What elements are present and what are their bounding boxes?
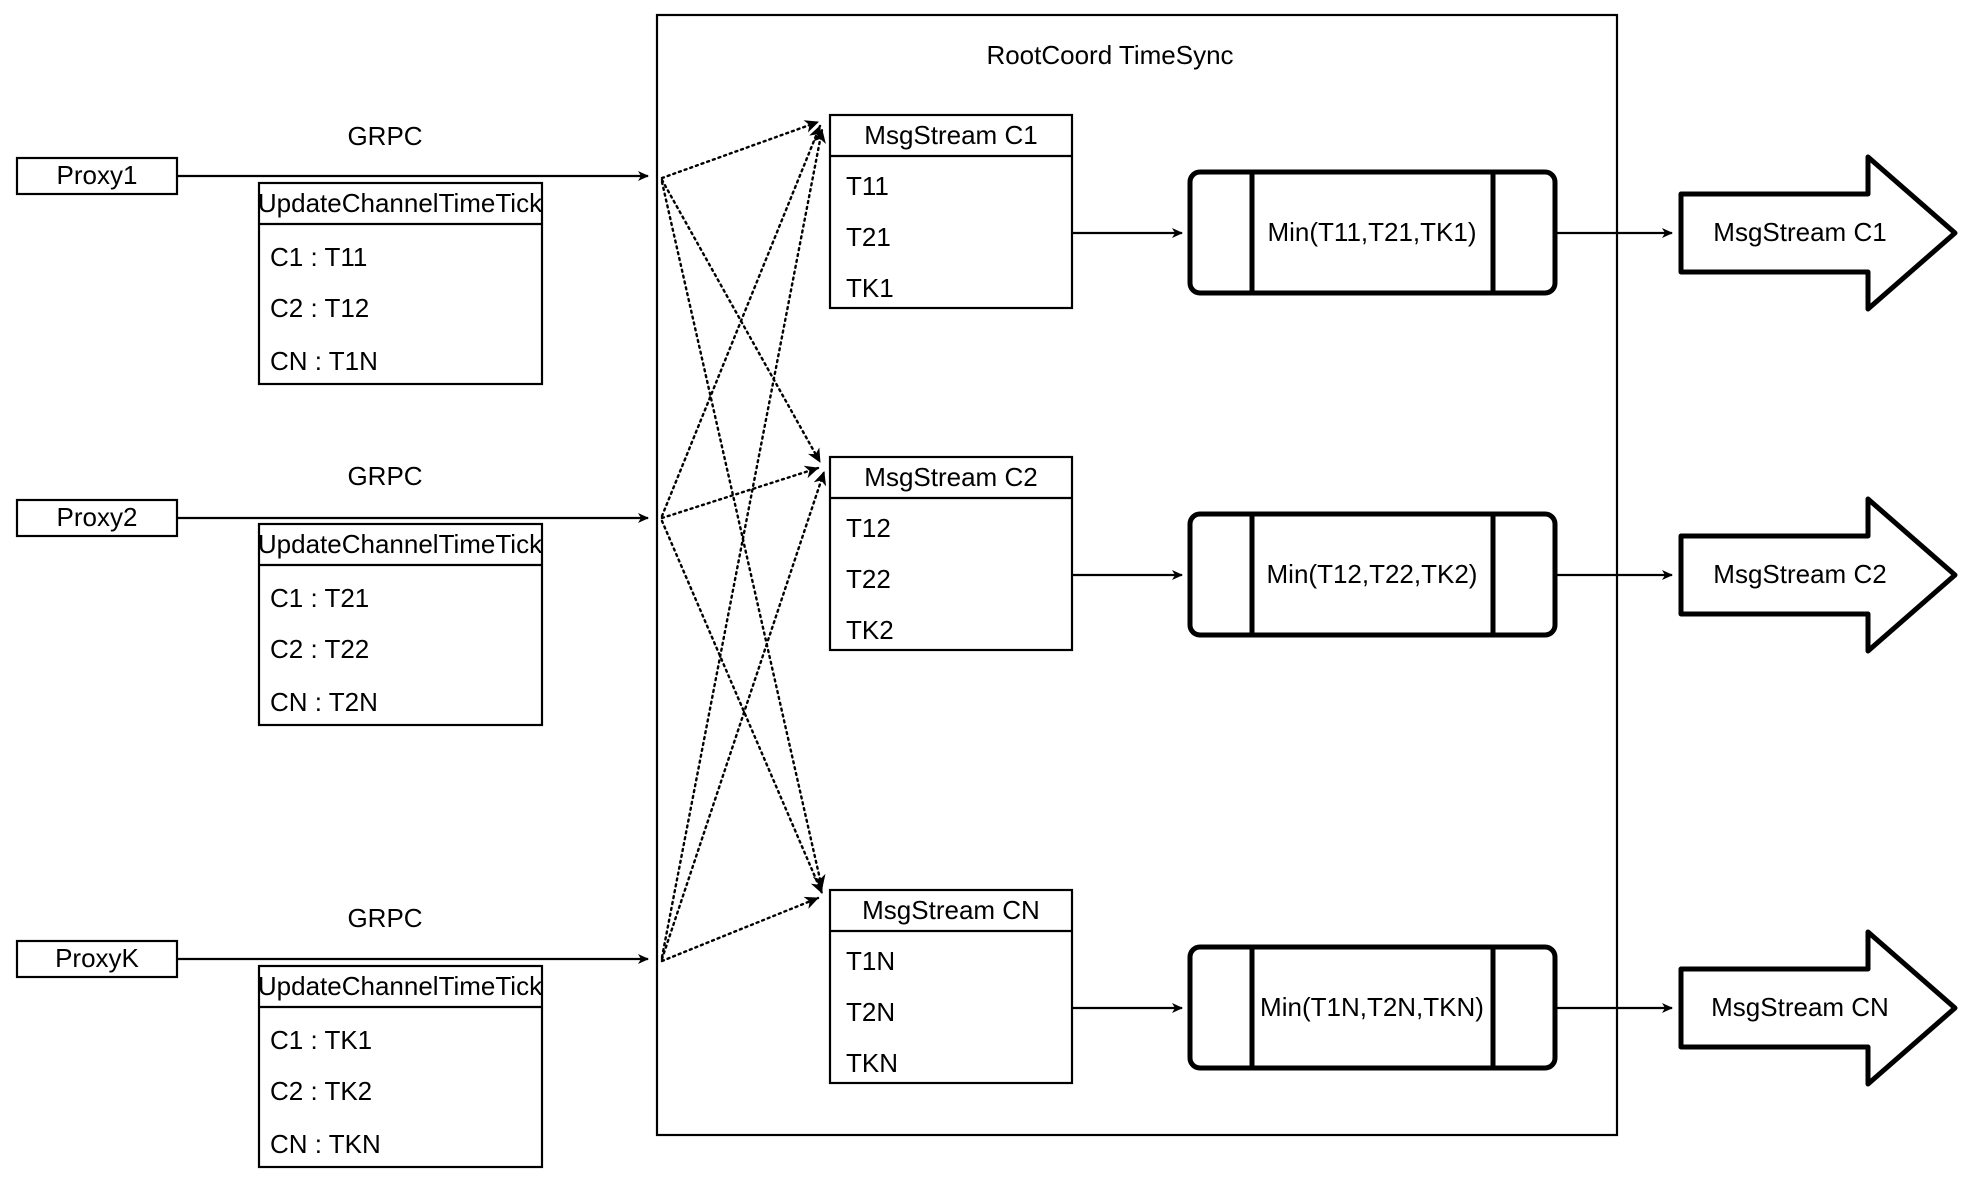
msgstream-buffer-1: MsgStream C1 T11 T21 TK1 [828,113,1074,310]
msgstream-tick-2-0: T12 [846,513,891,543]
msgstream-tick-2-2: TK2 [846,615,894,645]
proxy-label-2: Proxy2 [57,502,138,532]
output-block-arrow-1: MsgStream C1 [1678,154,1958,312]
min-process-box-3: Min(T1N,T2N,TKN) [1187,944,1558,1071]
output-block-arrow-2: MsgStream C2 [1678,496,1958,654]
rpc-row-3-0: C1 : TK1 [270,1025,372,1055]
msgstream-buffer-3: MsgStream CN T1N T2N TKN [828,888,1074,1085]
min-process-box-2: Min(T12,T22,TK2) [1187,511,1558,638]
proxy-label-3: ProxyK [55,943,139,973]
rootcoord-container-title: RootCoord TimeSync [986,40,1233,70]
channel-group-3: MsgStream CN T1N T2N TKN Min(T1N,T2N,TKN… [828,888,1958,1087]
rpc-row-3-2: CN : TKN [270,1129,381,1159]
proxy-group-1: Proxy1 GRPC UpdateChannelTimeTick C1 : T… [15,121,649,386]
msgstream-buffer-title-3: MsgStream CN [862,895,1040,925]
min-label-2: Min(T12,T22,TK2) [1267,559,1478,589]
rpc-title-1: UpdateChannelTimeTick [258,188,543,218]
msgstream-tick-3-2: TKN [846,1048,898,1078]
proxy-group-2: Proxy2 GRPC UpdateChannelTimeTick C1 : T… [15,461,649,727]
msgstream-buffer-2: MsgStream C2 T12 T22 TK2 [828,455,1074,652]
routing-edge-p2-c1 [660,124,822,518]
rpc-title-3: UpdateChannelTimeTick [258,971,543,1001]
timetick-routing-edges [660,120,827,963]
output-label-3: MsgStream CN [1711,992,1889,1022]
grpc-label-3: GRPC [347,903,422,933]
msgstream-tick-1-0: T11 [846,171,889,201]
proxy-box-2[interactable]: Proxy2 [15,498,179,538]
proxy-box-1[interactable]: Proxy1 [15,156,179,196]
min-label-3: Min(T1N,T2N,TKN) [1260,992,1484,1022]
channel-group-2: MsgStream C2 T12 T22 TK2 Min(T12,T22,TK2… [828,455,1958,654]
routing-edge-p2-cn [660,519,824,895]
output-label-1: MsgStream C1 [1713,217,1886,247]
msgstream-tick-2-1: T22 [846,564,891,594]
routing-edge-pk-c2 [660,470,827,961]
channel-group-1: MsgStream C1 T11 T21 TK1 Min(T11,T21,TK1… [828,113,1958,312]
msgstream-buffer-title-1: MsgStream C1 [864,120,1037,150]
rpc-box-2: UpdateChannelTimeTick C1 : T21 C2 : T22 … [258,522,544,727]
rpc-title-2: UpdateChannelTimeTick [258,529,543,559]
proxy-box-3[interactable]: ProxyK [15,939,179,979]
grpc-label-1: GRPC [347,121,422,151]
routing-edge-pk-cn [660,896,820,963]
msgstream-tick-1-1: T21 [846,222,891,252]
routing-edge-pk-c1 [660,128,826,959]
msgstream-buffer-title-2: MsgStream C2 [864,462,1037,492]
rpc-box-3: UpdateChannelTimeTick C1 : TK1 C2 : TK2 … [258,964,544,1169]
rpc-row-2-0: C1 : T21 [270,583,369,613]
routing-edge-p1-cn [660,180,826,890]
rpc-row-1-1: C2 : T12 [270,293,369,323]
min-label-1: Min(T11,T21,TK1) [1267,217,1476,247]
grpc-label-2: GRPC [347,461,422,491]
rpc-box-1: UpdateChannelTimeTick C1 : T11 C2 : T12 … [258,181,544,386]
rpc-row-3-1: C2 : TK2 [270,1076,372,1106]
proxy-group-3: ProxyK GRPC UpdateChannelTimeTick C1 : T… [15,903,649,1169]
output-label-2: MsgStream C2 [1713,559,1886,589]
rpc-row-2-1: C2 : T22 [270,634,369,664]
rpc-row-1-0: C1 : T11 [270,242,367,272]
output-block-arrow-3: MsgStream CN [1678,929,1958,1087]
proxy-label-1: Proxy1 [57,160,138,190]
rpc-row-2-2: CN : T2N [270,687,378,717]
msgstream-tick-3-0: T1N [846,946,895,976]
routing-edge-p1-c1 [660,120,820,180]
msgstream-tick-1-2: TK1 [846,273,894,303]
min-process-box-1: Min(T11,T21,TK1) [1187,169,1558,296]
rpc-row-1-2: CN : T1N [270,346,378,376]
msgstream-tick-3-1: T2N [846,997,895,1027]
